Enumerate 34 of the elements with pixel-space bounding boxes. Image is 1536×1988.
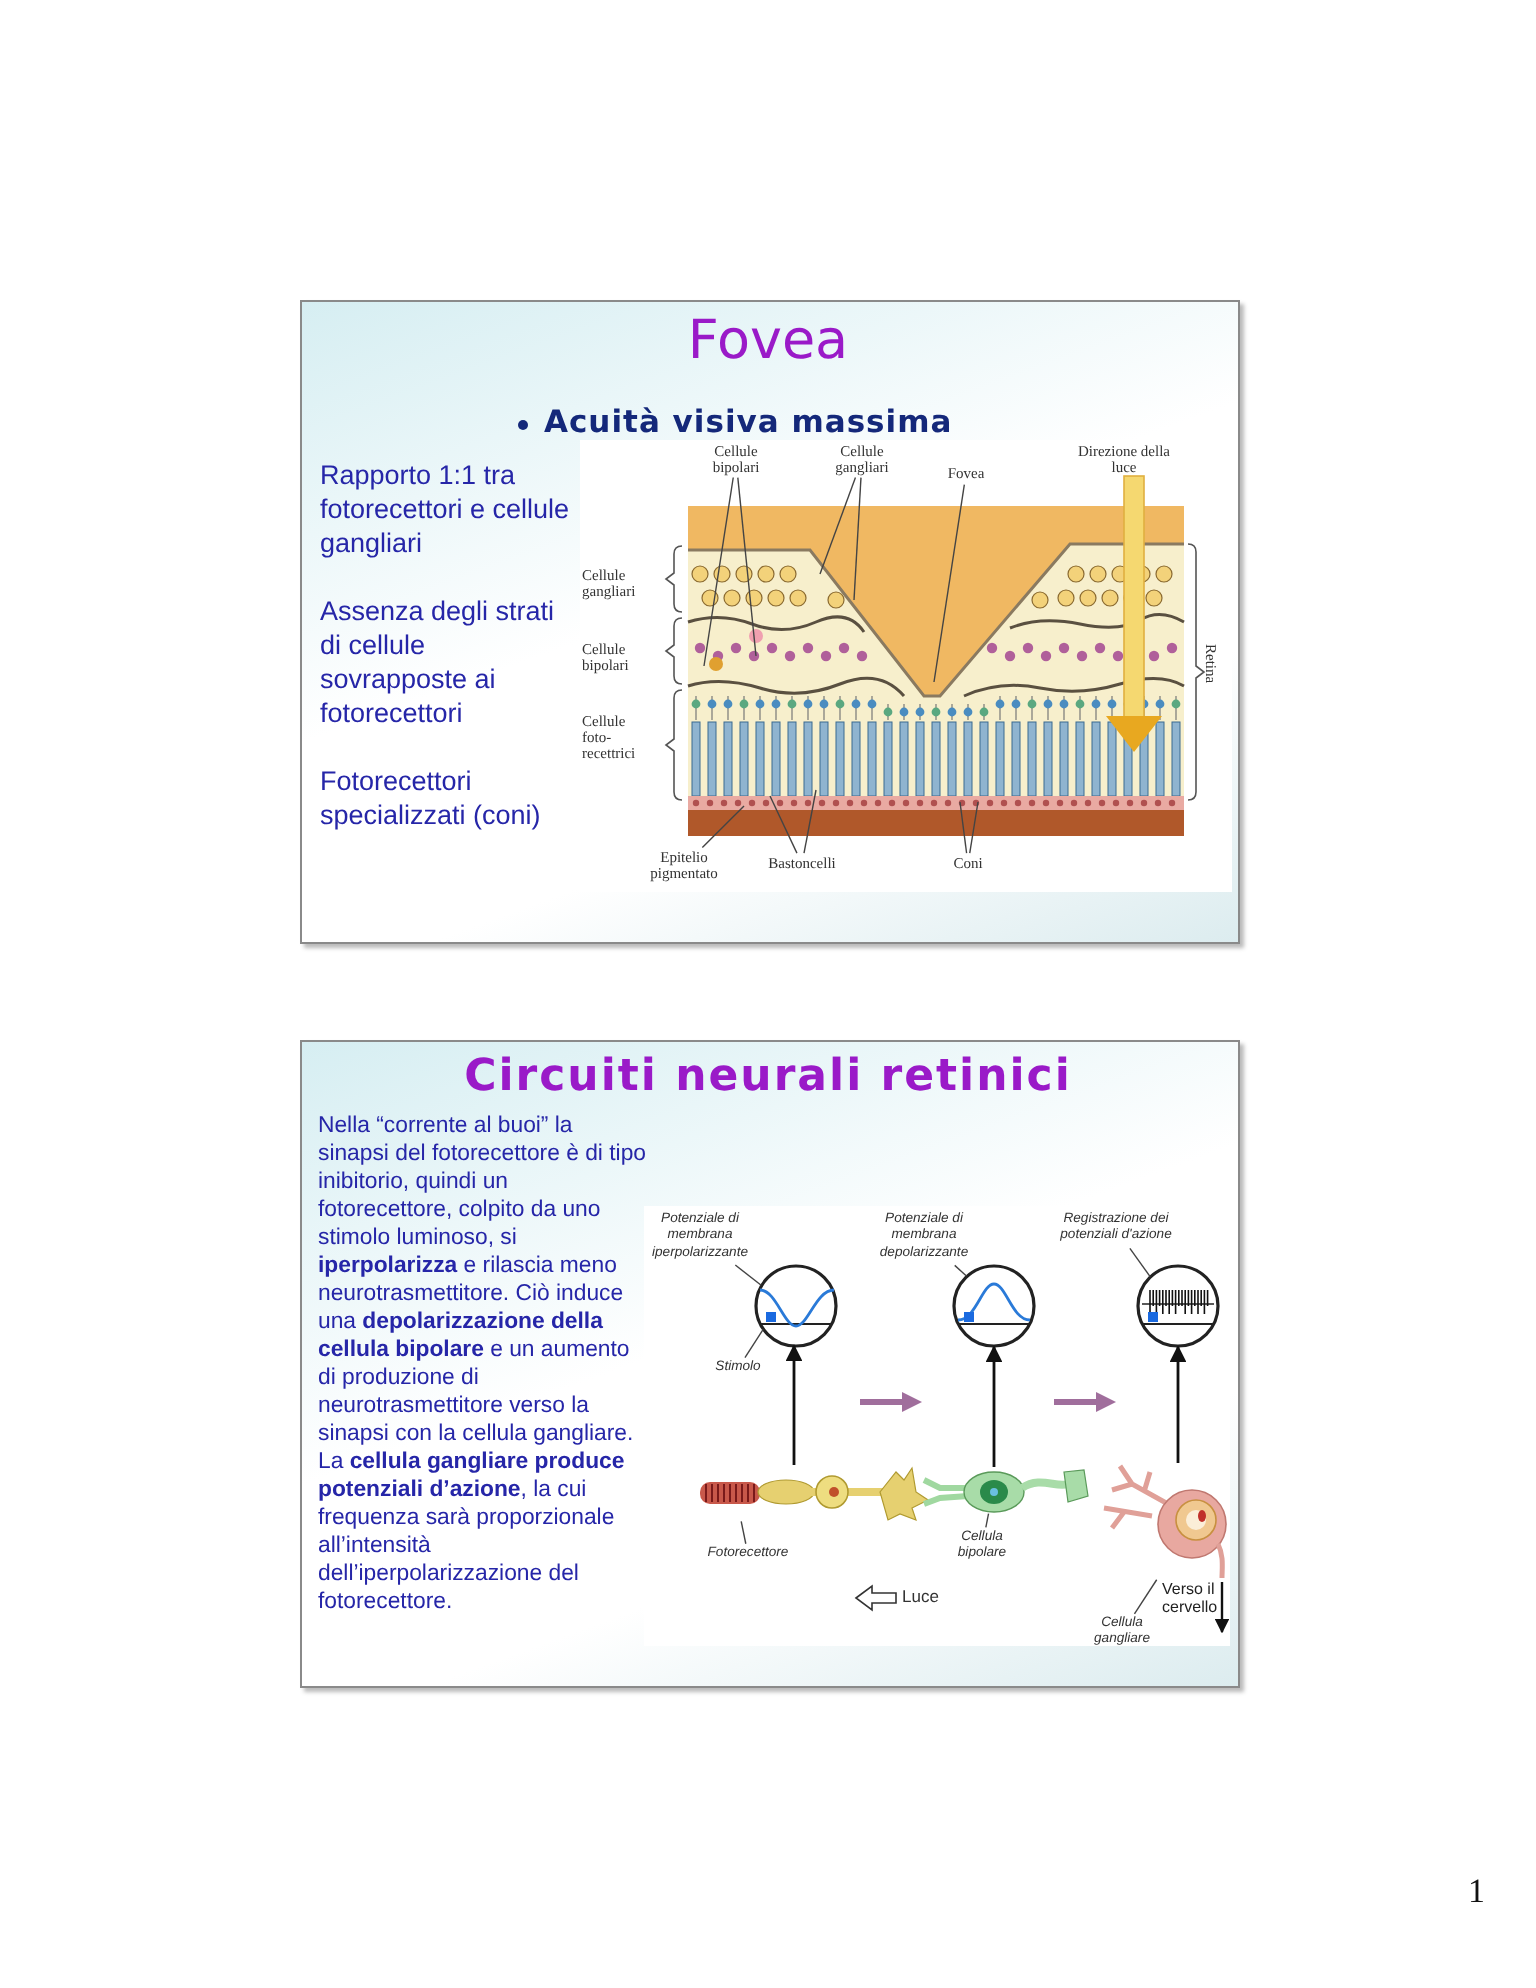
body-text: Nella “corrente al buoi” la sinapsi del fotorecettore è di tipo inibitorio, quindi un fotorecettore, colpito da uno stimolo luminoso, si iperpolarizza e rilascia meno neurotrasmettitore. Ciò induce una depolarizzazione della cellula bipolare e un aumento di produzione di neurotrasmettitore verso la sinapsi con la cellula gangliare. La cellula gangliare produce potenziali d’azione, la cui frequenza sarà proporzionale all’intensità dell’iperpolarizzazione del fotorecettore.	[318, 1112, 646, 1616]
leader-line	[853, 476, 862, 601]
ganglion-cell-drawing	[1101, 1463, 1227, 1579]
leader-line	[803, 789, 817, 854]
arrow	[785, 1344, 803, 1465]
leader-line	[959, 801, 968, 854]
recording-circle	[1136, 1264, 1220, 1348]
leader-line	[737, 476, 757, 657]
body-text: Assenza degli strati di cellule sovrapposte ai fotorecettori	[320, 594, 557, 730]
recording-circle	[754, 1264, 838, 1348]
arrow	[1169, 1345, 1187, 1463]
leader-line	[734, 1264, 762, 1286]
figure-label: Verso il cervello	[1162, 1580, 1220, 1616]
figure-label: Luce	[902, 1586, 939, 1606]
arrow	[985, 1345, 1003, 1467]
photoreceptor-drawing	[700, 1466, 930, 1521]
leader-line	[744, 1328, 764, 1359]
slide-title: Circuiti neurali retinici	[462, 1052, 1074, 1102]
leader-line	[769, 795, 798, 854]
bipolar-cell-drawing	[921, 1469, 1089, 1513]
bullet-text: Acuità visiva massima	[544, 404, 955, 440]
leader-line	[985, 1512, 990, 1529]
page-number: 1	[1468, 1872, 1485, 1912]
leader-line	[1129, 1247, 1151, 1278]
leader-line	[1133, 1579, 1158, 1615]
recording-circle	[952, 1264, 1036, 1348]
leader-line	[819, 476, 857, 575]
leader-line	[954, 1264, 968, 1277]
leader-line	[703, 476, 734, 667]
slide-title: Fovea	[685, 310, 851, 372]
body-text: Fotorecettori specializzati (coni)	[320, 764, 543, 832]
leader-line	[969, 801, 979, 854]
leader-line	[740, 1520, 747, 1545]
body-text: Rapporto 1:1 tra fotorecettori e cellule gangliari	[320, 458, 572, 560]
